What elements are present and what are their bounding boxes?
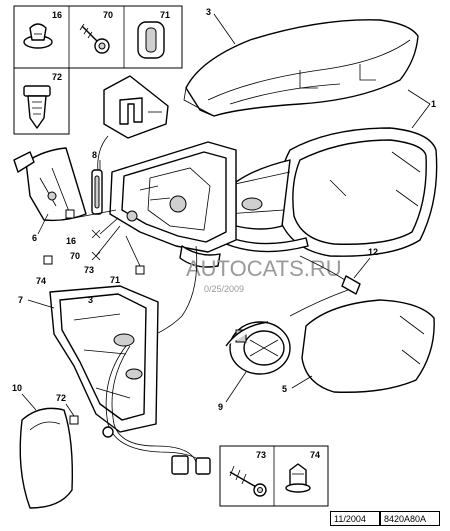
callout-1: 1 [431,99,436,109]
mirror-motor-part-9 [225,321,291,375]
push-clip-72-icon [23,85,51,129]
callout-5: 5 [282,384,287,394]
callout-71-thumb: 71 [160,10,170,20]
bracket-part-6 [13,147,87,222]
watermark-site: AUTOCATS.RU [186,256,342,281]
callout-6: 6 [32,233,37,243]
fastener-thumbnail-grid: 16 70 71 72 [13,5,183,135]
mirror-glass-part-5 [301,299,435,393]
footer-date: 11/2004 [330,511,380,526]
callout-74-thumb: 74 [310,450,320,460]
callout-72-body: 72 [56,393,66,403]
mirror-housing-assembly [225,127,438,257]
callout-72-thumb: 72 [52,72,62,82]
end-cap-part-10 [19,407,74,509]
callout-73-thumb: 73 [256,450,266,460]
fastener-thumbnail-grid-bottom: 73 74 [219,445,329,507]
callout-3-inner: 3 [88,295,93,305]
callout-12: 12 [368,247,378,257]
screw-70-icon [79,23,110,54]
grommet-71-icon [137,21,165,59]
callout-10: 10 [12,383,22,393]
callout-7: 7 [18,295,23,305]
callout-8: 8 [92,150,97,160]
fastener-markers [43,209,145,275]
gasket-inset-detail [103,75,169,139]
callout-70-thumb: 70 [103,10,113,20]
mirror-cover-part-3 [183,19,419,117]
footer-reference: 8420A80A [380,511,440,526]
callout-9: 9 [218,402,223,412]
callout-16-thumb: 16 [52,10,62,20]
callout-71-body: 71 [110,275,120,285]
callout-74-body: 74 [36,276,46,286]
wiring-harness [102,345,211,475]
clip-16-icon [23,23,53,49]
clip-72-marker [69,415,79,425]
screw-73-icon [229,465,267,497]
mirror-base-frame [109,141,237,268]
lower-housing-part-7 [49,285,159,433]
watermark-date: 0/25/2009 [204,284,244,294]
callout-73-body: 73 [84,265,94,275]
callout-70-body: 70 [70,251,80,261]
callout-16-body: 16 [66,236,76,246]
gasket-part-8 [91,169,103,215]
callout-3-top: 3 [206,7,211,17]
stud-74-icon [285,463,311,493]
